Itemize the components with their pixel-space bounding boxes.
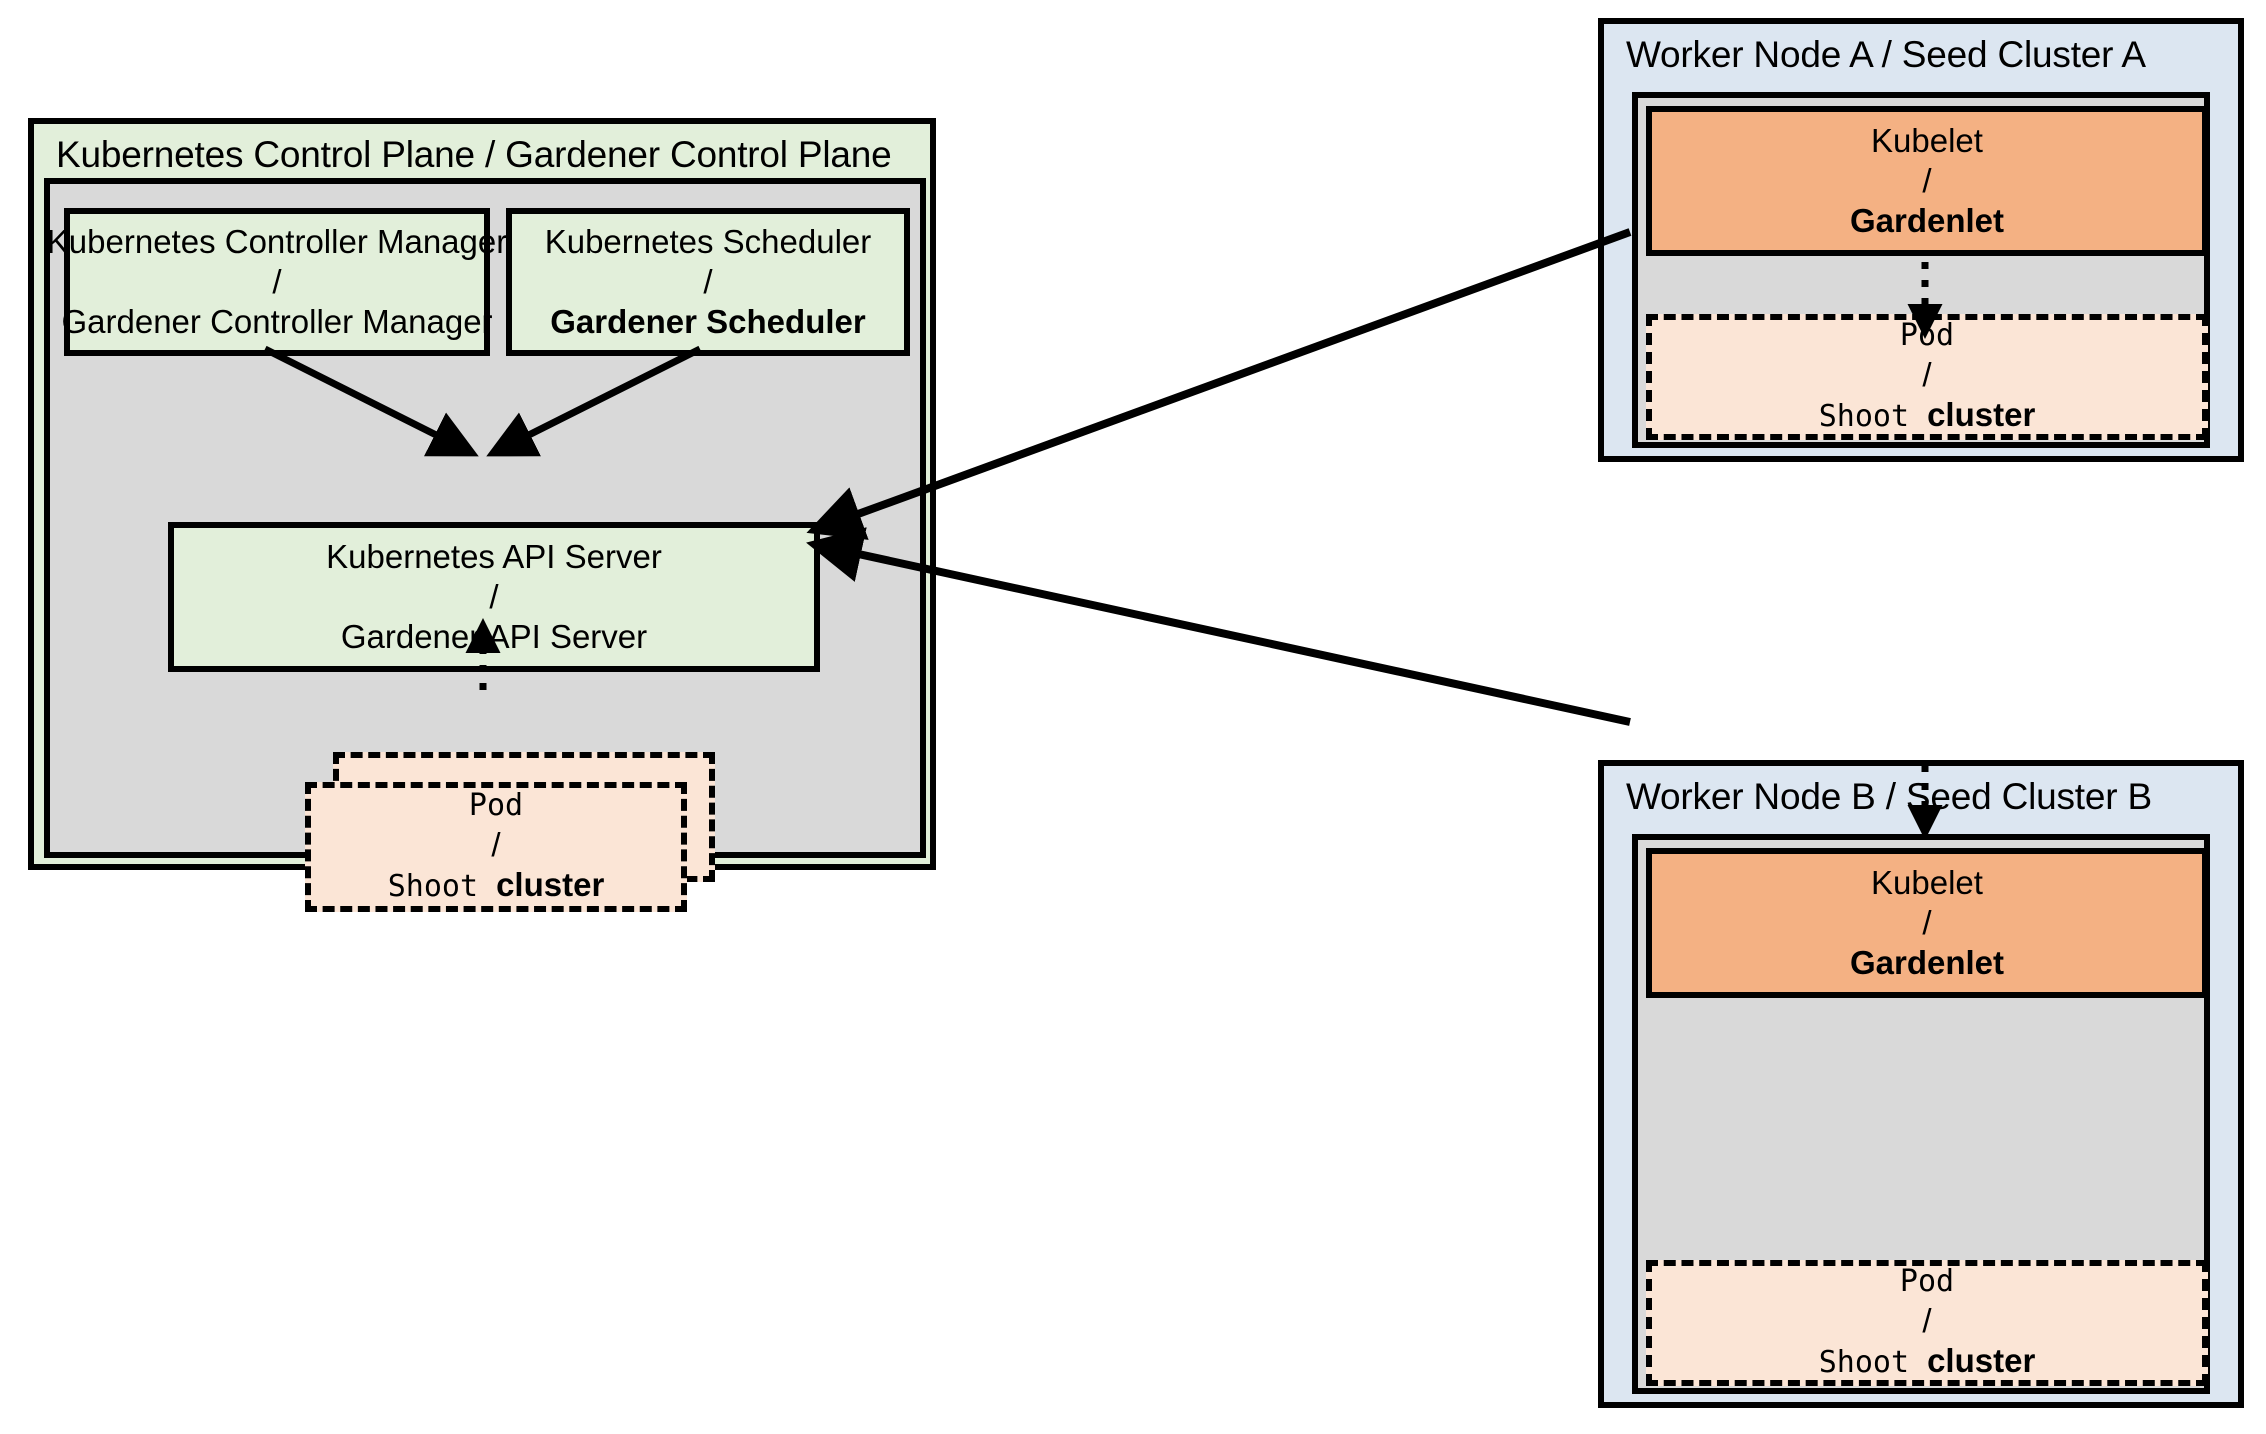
control-plane-inner-area: Kubernetes Controller Manager / Gardener… — [44, 178, 926, 912]
worker-node-a-inner-area: Kubelet / Gardenlet Pod / Shoot cluster — [1632, 92, 2210, 448]
scheduler-line1: Kubernetes Scheduler — [544, 222, 872, 260]
worker-node-b-pod-cluster-word: cluster — [1927, 1342, 2036, 1380]
worker-node-a-agent-separator: / — [1922, 161, 1932, 199]
worker-node-b-panel: Worker Node B / Seed Cluster B Kubelet /… — [1598, 760, 2244, 1408]
worker-node-a-pod-line1: Pod — [1899, 318, 1955, 354]
control-plane-pod-line1: Pod — [468, 788, 524, 824]
kubernetes-scheduler-box[interactable]: Kubernetes Scheduler / Gardener Schedule… — [506, 208, 910, 356]
worker-node-a-kubelet-gardenlet-box[interactable]: Kubelet / Gardenlet — [1646, 106, 2208, 256]
worker-node-b-agent-separator: / — [1922, 903, 1932, 941]
worker-node-b-kubelet-gardenlet-box[interactable]: Kubelet / Gardenlet — [1646, 848, 2208, 998]
worker-node-a-title: Worker Node A / Seed Cluster A — [1626, 34, 2146, 75]
control-plane-pod-box[interactable]: Pod / Shoot cluster — [305, 782, 687, 912]
worker-node-b-title: Worker Node B / Seed Cluster B — [1626, 776, 2152, 817]
worker-node-b-pod-line1: Pod — [1899, 1264, 1955, 1300]
worker-node-b-pod-line2: Shoot cluster — [1819, 1341, 2036, 1382]
control-plane-pod-line2: Shoot cluster — [388, 865, 605, 906]
worker-node-a-pod-line2: Shoot cluster — [1819, 395, 2036, 436]
worker-node-a-pod-shoot-word: Shoot — [1818, 399, 1910, 435]
worker-node-a-pod-separator: / — [1922, 355, 1932, 393]
control-plane-pod-cluster-word: cluster — [496, 866, 605, 904]
worker-node-b-pod-box[interactable]: Pod / Shoot cluster — [1646, 1260, 2208, 1386]
control-plane-panel: Kubernetes Control Plane / Gardener Cont… — [28, 118, 936, 912]
api-server-separator: / — [489, 577, 499, 615]
worker-node-b-agent-line2: Gardenlet — [1849, 944, 2005, 982]
arrow-gardenlet-a-to-api-server — [806, 228, 1632, 540]
worker-node-b-agent-line1: Kubelet — [1871, 863, 1983, 901]
api-server-line1: Kubernetes API Server — [326, 537, 662, 575]
worker-node-b-pod-shoot-word: Shoot — [1818, 1345, 1910, 1381]
kubernetes-api-server-box[interactable]: Kubernetes API Server / Gardener API Ser… — [168, 522, 820, 672]
controller-manager-line2: Gardener Controller Manager — [61, 303, 493, 341]
arrow-gardenlet-b-to-api-server — [806, 527, 1631, 726]
worker-node-b-pod-separator: / — [1922, 1301, 1932, 1339]
controller-manager-line1: Kubernetes Controller Manager — [46, 222, 508, 260]
worker-node-a-pod-box[interactable]: Pod / Shoot cluster — [1646, 314, 2208, 440]
worker-node-a-pod-cluster-word: cluster — [1927, 396, 2036, 434]
control-plane-pod-separator: / — [491, 825, 501, 863]
worker-node-b-inner-area: Kubelet / Gardenlet Pod / Shoot cluster — [1632, 834, 2210, 1394]
control-plane-title: Kubernetes Control Plane / Gardener Cont… — [56, 134, 892, 175]
control-plane-pod-shoot-word: Shoot — [387, 869, 479, 905]
worker-node-a-panel: Worker Node A / Seed Cluster A Kubelet /… — [1598, 18, 2244, 462]
worker-node-a-agent-line2: Gardenlet — [1849, 202, 2005, 240]
api-server-line2: Gardener API Server — [340, 618, 648, 656]
kubernetes-controller-manager-box[interactable]: Kubernetes Controller Manager / Gardener… — [47, 208, 507, 356]
controller-manager-separator: / — [272, 262, 282, 300]
worker-node-a-agent-line1: Kubelet — [1871, 121, 1983, 159]
scheduler-line2: Gardener Scheduler — [550, 303, 866, 341]
scheduler-separator: / — [703, 262, 713, 300]
